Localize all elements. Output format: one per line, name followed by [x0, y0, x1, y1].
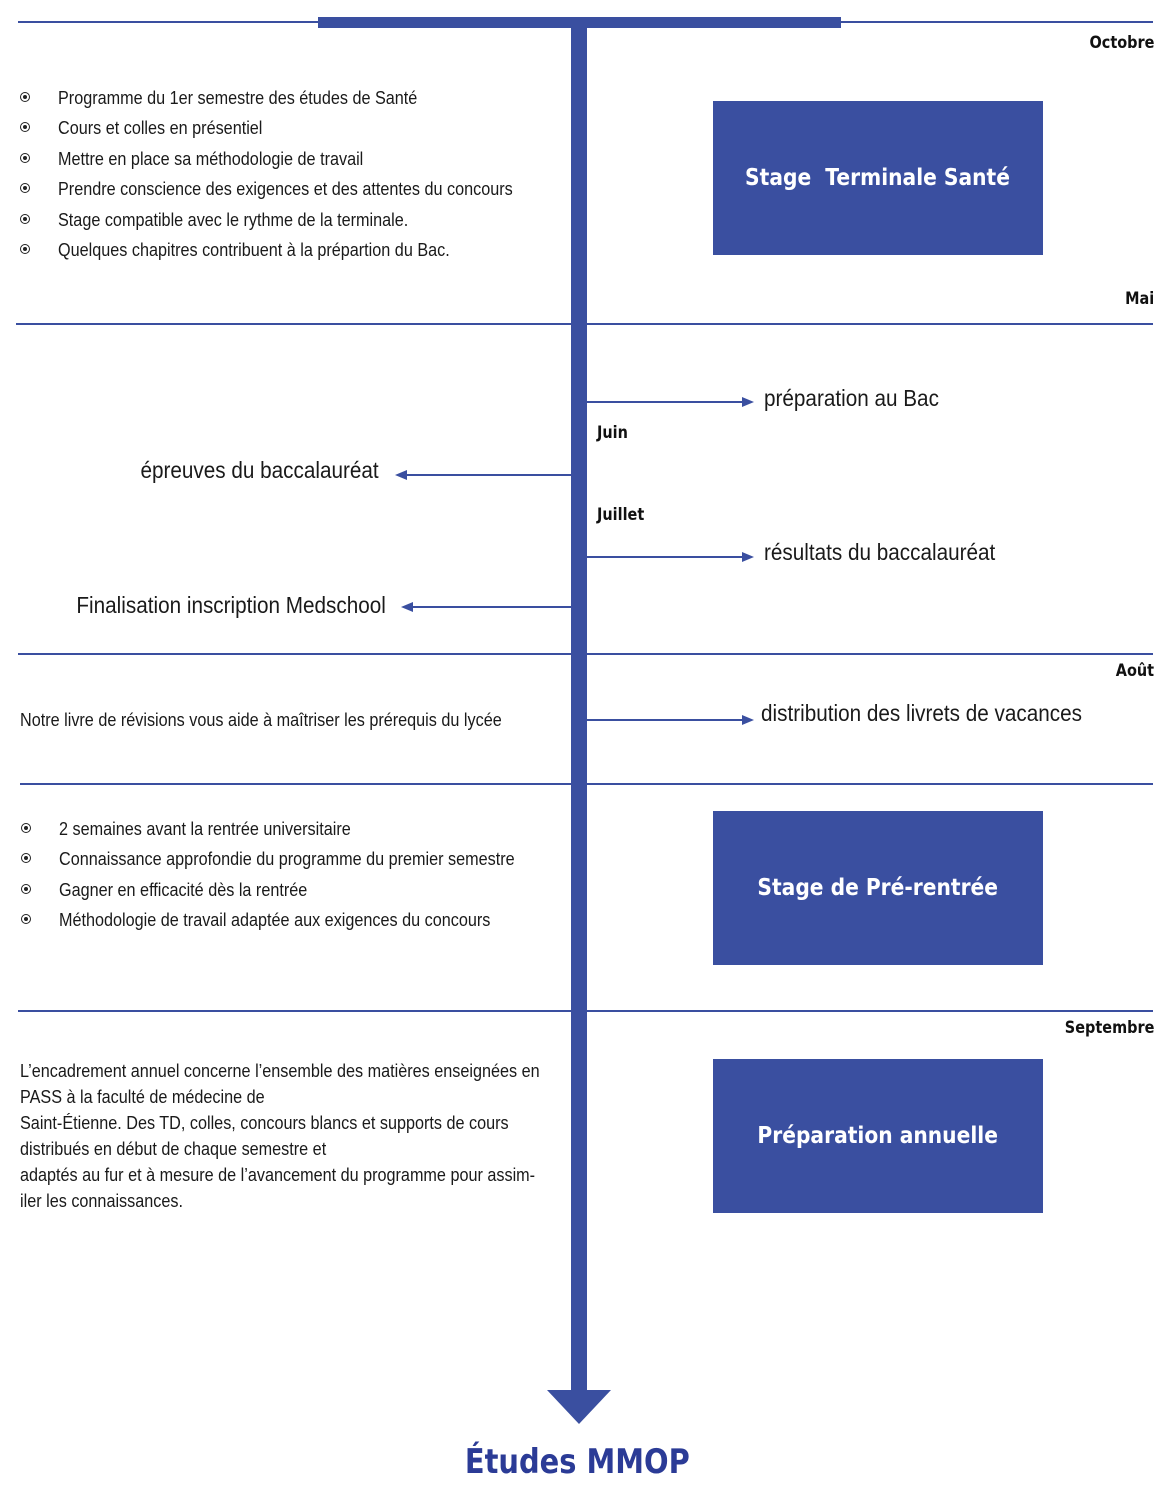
- annual-line: iler les connaissances.: [20, 1191, 183, 1211]
- month-aout: Août: [1115, 661, 1154, 681]
- month-septembre: Septembre: [1064, 1018, 1154, 1038]
- timeline-spine: [571, 22, 587, 1394]
- bullet-icon: [21, 823, 31, 833]
- bullet-icon: [21, 853, 31, 864]
- month-juillet: Juillet: [597, 505, 645, 525]
- annual-line: Saint-Étienne. Des TD, colles, concours …: [20, 1113, 509, 1133]
- revision-text: Notre livre de révisions vous aide à maî…: [20, 710, 502, 730]
- annual-description: L’encadrement annuel concerne l’ensemble…: [20, 1058, 540, 1214]
- box-preparation-annuelle: Préparation annuelle: [713, 1059, 1043, 1213]
- annual-line: PASS à la faculté de médecine de: [20, 1087, 265, 1107]
- arrowhead-epreuves: [395, 470, 407, 480]
- bullet-icon: [20, 92, 30, 102]
- event-resultats: résultats du baccalauréat: [764, 539, 996, 565]
- bullet-icon: [20, 183, 30, 194]
- month-mai: Mai: [1124, 289, 1154, 309]
- arrowhead-inscription: [401, 602, 413, 612]
- bullet-icon: [20, 213, 30, 224]
- arrowhead-resultats: [742, 552, 754, 562]
- event-prep-bac: préparation au Bac: [764, 385, 939, 411]
- event-inscription: Finalisation inscription Medschool: [76, 592, 386, 618]
- arrowhead-livrets: [742, 715, 754, 725]
- annual-line: adaptés au fur et à mesure de l’avanceme…: [20, 1165, 536, 1185]
- bullet-icon: [21, 914, 31, 925]
- arrowhead-prep-bac: [742, 397, 754, 407]
- month-octobre: Octobre: [1089, 33, 1154, 53]
- event-epreuves: épreuves du baccalauréat: [140, 457, 379, 483]
- bullet-icon: [20, 122, 30, 133]
- bullet-icon: [21, 883, 31, 894]
- annual-line: distribués en début de chaque semestre e…: [20, 1139, 327, 1159]
- annual-line: L’encadrement annuel concerne l’ensemble…: [20, 1061, 540, 1081]
- event-livrets: distribution des livrets de vacances: [761, 700, 1083, 726]
- timeline-arrowhead: [547, 1390, 611, 1424]
- final-title: Études MMOP: [464, 1442, 690, 1482]
- box-stage-prerentree: Stage de Pré-rentrée: [713, 811, 1043, 965]
- bullet-icon: [20, 152, 30, 163]
- bullet-icon: [20, 243, 30, 254]
- month-juin: Juin: [597, 423, 628, 443]
- box-stage-terminale: Stage Terminale Santé: [713, 101, 1043, 255]
